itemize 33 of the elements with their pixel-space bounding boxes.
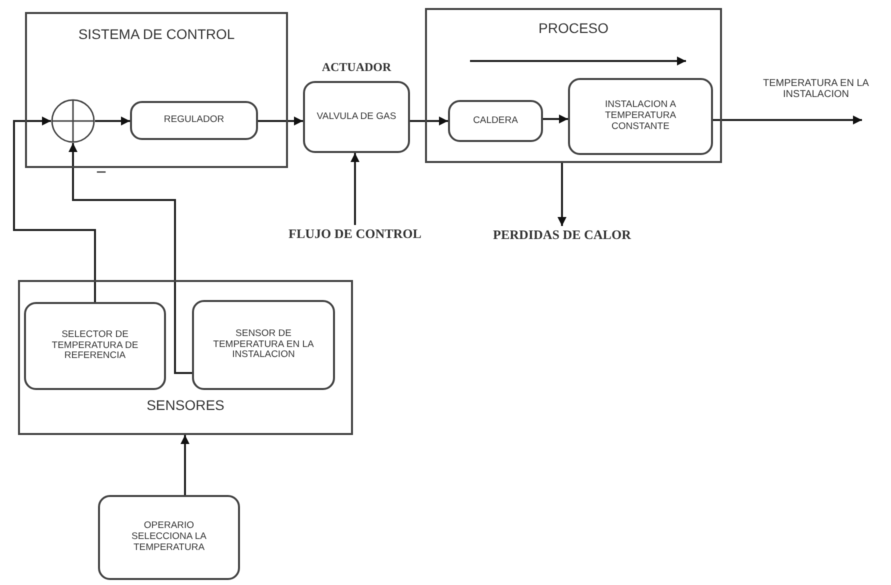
group-title: SENSORES xyxy=(146,397,224,413)
process-box xyxy=(98,495,240,580)
group-title: SISTEMA DE CONTROL xyxy=(78,26,235,42)
group-box xyxy=(18,280,353,435)
process-box xyxy=(130,101,258,140)
minus-sign: − xyxy=(96,163,107,181)
group-box xyxy=(425,8,722,163)
process-box xyxy=(448,100,543,142)
process-box xyxy=(192,300,335,390)
arrow xyxy=(180,435,190,495)
flow-label: FLUJO DE CONTROL xyxy=(288,226,422,241)
process-box xyxy=(568,78,713,155)
arrow xyxy=(258,116,303,126)
arrow xyxy=(95,116,130,126)
box-text: VALVULA DE GAS xyxy=(316,112,396,122)
group-box xyxy=(25,12,288,168)
arrow xyxy=(713,116,862,124)
arrow xyxy=(558,163,566,226)
arrow xyxy=(68,143,192,374)
box-text: SELECTOR DE TEMPERATURA DE REFERENCIA xyxy=(50,330,140,362)
box-text: INSTALACION A TEMPERATURA CONSTANTE xyxy=(604,100,678,133)
box-text: REGULADOR xyxy=(164,115,224,126)
arrow xyxy=(410,116,448,126)
process-box xyxy=(24,302,166,390)
arrow xyxy=(13,116,96,302)
box-text: OPERARIO SELECCIONA LA TEMPERATURA xyxy=(130,521,208,554)
arrow xyxy=(543,114,568,124)
group-title: PROCESO xyxy=(538,20,608,36)
box-text: SENSOR DE TEMPERATURA EN LA INSTALACION xyxy=(212,328,315,362)
arrow xyxy=(350,153,360,225)
box-text: CALDERA xyxy=(473,116,518,126)
flow-label: PERDIDAS DE CALOR xyxy=(493,227,631,242)
box-heading: ACTUADOR xyxy=(322,60,392,75)
